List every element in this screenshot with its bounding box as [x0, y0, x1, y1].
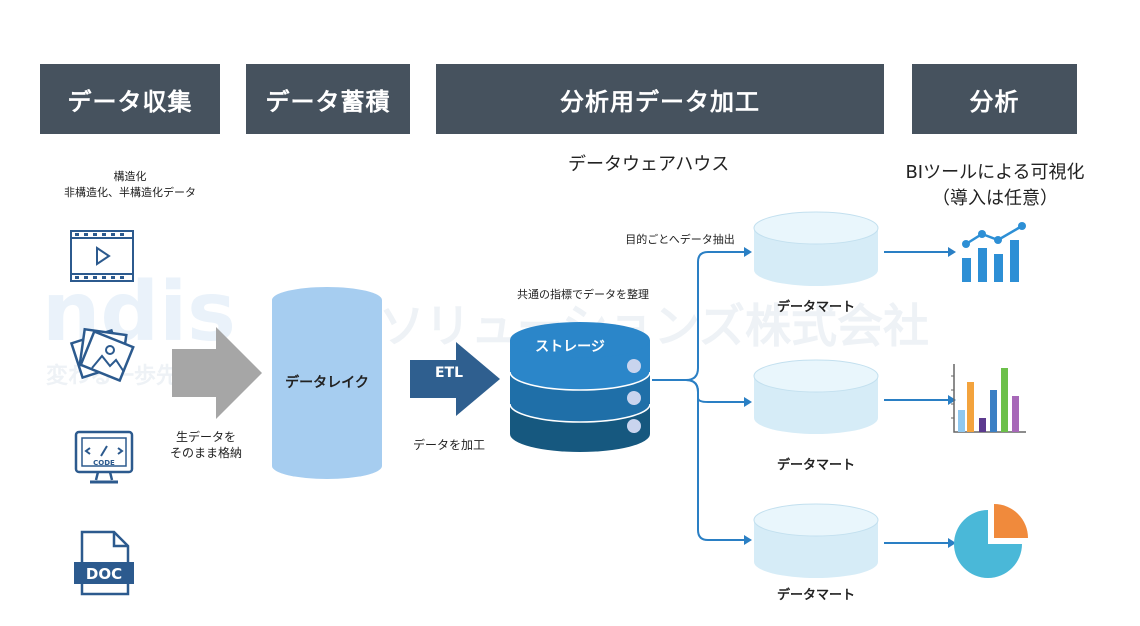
structure-label-line2: 非構造化、半構造化データ — [64, 186, 196, 199]
organize-label: 共通の指標でデータを整理 — [517, 288, 649, 301]
doc-icon-text: DOC — [85, 565, 123, 583]
storage-cylinder — [509, 322, 651, 452]
data-mart-2-cylinder — [753, 359, 879, 434]
raw-data-label-line2: そのまま格納 — [169, 446, 242, 460]
etl-label: ETL — [434, 365, 464, 381]
data-mart-1-label: データマート — [776, 300, 855, 315]
warehouse-label: データウェアハウス — [568, 154, 730, 175]
document-icon — [74, 530, 134, 596]
header-data-collection: データ収集 — [40, 64, 220, 134]
data-lake-cylinder — [272, 287, 382, 479]
header-data-storage: データ蓄積 — [246, 64, 410, 134]
data-mart-3-cylinder — [753, 503, 879, 578]
bi-label-line1: BIツールによる可視化 — [905, 162, 1085, 183]
code-icon — [74, 430, 134, 484]
data-mart-1-cylinder — [753, 211, 879, 286]
header-analysis: 分析 — [912, 64, 1077, 134]
colored-bar-chart-icon — [951, 364, 1026, 433]
process-data-label: データを加工 — [412, 438, 485, 452]
structure-label-line1: 構造化 — [113, 170, 147, 183]
header-data-processing: 分析用データ加工 — [436, 64, 884, 134]
trend-bar-chart-icon — [962, 222, 1026, 282]
photos-icon — [69, 327, 135, 383]
extract-label: 目的ごとへデータ抽出 — [625, 233, 735, 246]
bi-label-line2: （導入は任意） — [932, 188, 1058, 209]
raw-data-label-line1: 生データを — [175, 430, 236, 444]
video-icon — [70, 230, 134, 282]
pie-chart-icon — [954, 504, 1028, 578]
data-mart-3-label: データマート — [776, 588, 855, 603]
data-mart-2-label: データマート — [776, 458, 855, 473]
collect-to-lake-arrow — [172, 327, 262, 419]
code-icon-text: CODE — [93, 459, 115, 467]
etl-arrow — [410, 342, 500, 416]
data-lake-label: データレイク — [285, 375, 369, 391]
storage-label: ストレージ — [535, 339, 605, 355]
